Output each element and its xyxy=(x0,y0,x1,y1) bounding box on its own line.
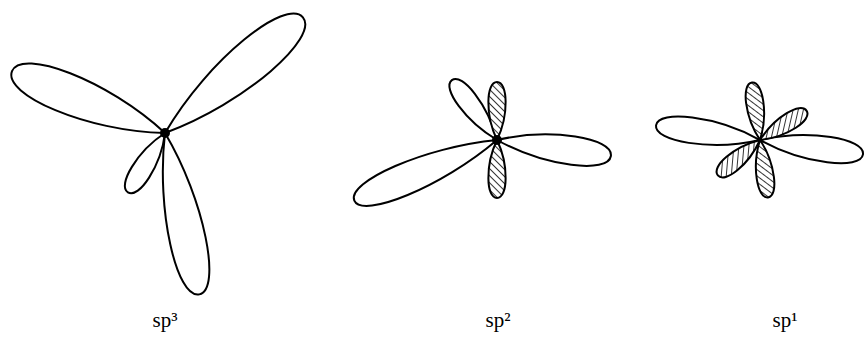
sp2-orbital xyxy=(348,74,613,215)
hybrid-label: sp² xyxy=(486,308,511,333)
hybrid-label: sp³ xyxy=(153,308,178,333)
hybrid-label: sp¹ xyxy=(773,308,798,333)
sp3-orbital xyxy=(5,1,317,298)
sp1-orbital xyxy=(654,81,865,198)
